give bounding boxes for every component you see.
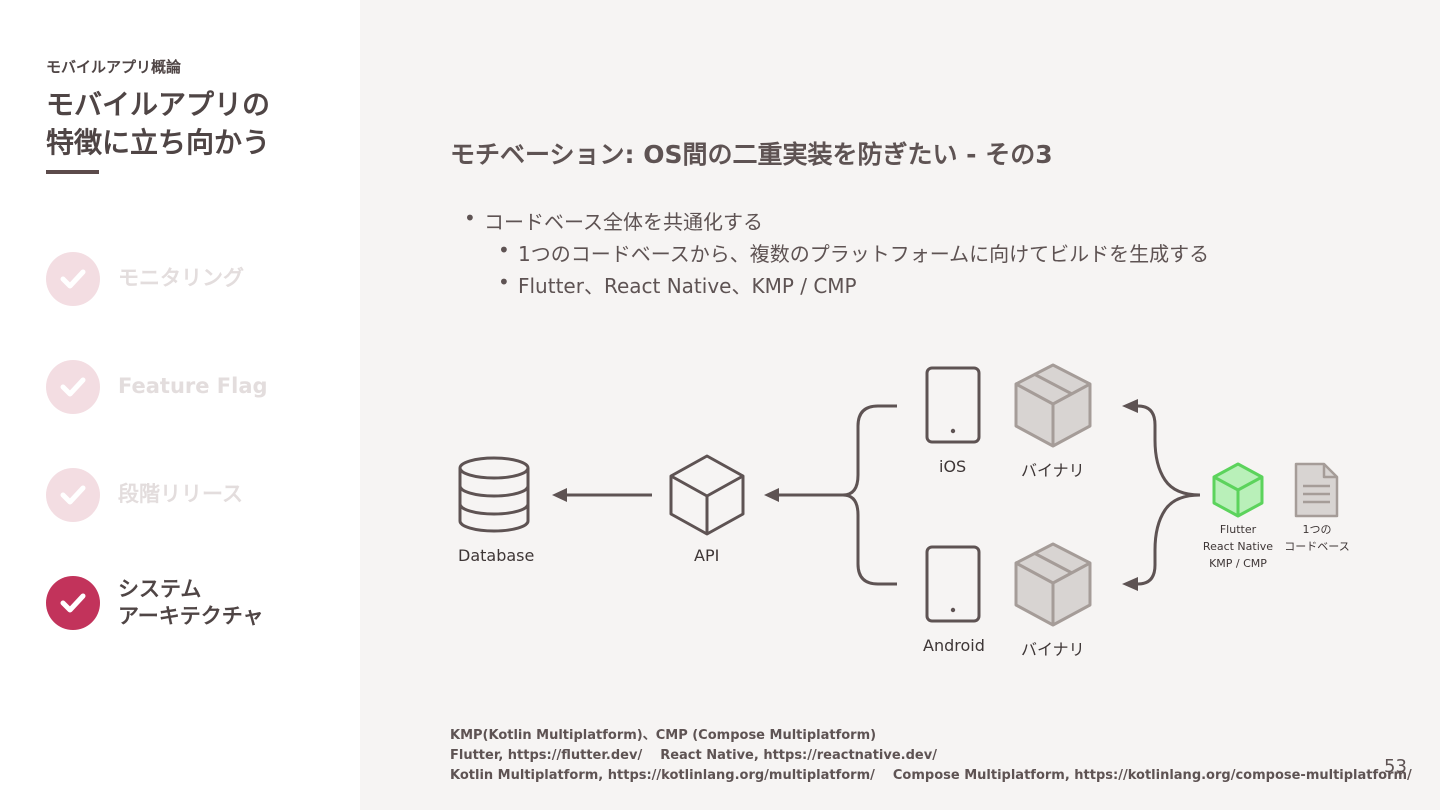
phone-icon-ios — [925, 366, 981, 444]
bullet-subitem: Flutter、React Native、KMP / CMP — [498, 270, 857, 299]
bullet-subitem: 1つのコードベースから、複数のプラットフォームに向けてビルドを生成する — [498, 238, 1209, 267]
platform-bracket-icon — [842, 404, 897, 586]
chapter-underline — [46, 170, 99, 174]
page-number: 53 — [1384, 756, 1407, 777]
checkmark-icon — [46, 360, 100, 414]
reference-compose[interactable]: Compose Multiplatform, https://kotlinlan… — [892, 768, 1412, 783]
references: KMP(Kotlin Multiplatform)、CMP (Compose M… — [450, 726, 1412, 786]
chapter-title-line2: 特徴に立ち向かう — [46, 126, 271, 159]
api-cube-icon — [669, 454, 745, 536]
reference-line: Flutter, https://flutter.dev/React Nativ… — [450, 746, 1412, 766]
checkmark-icon — [46, 576, 100, 630]
framework-label-line3: KMP / CMP — [1209, 557, 1267, 570]
reference-line: Kotlin Multiplatform, https://kotlinlang… — [450, 766, 1412, 786]
framework-label-line1: Flutter — [1219, 523, 1257, 536]
framework-label-line2: React Native — [1202, 540, 1274, 553]
android-label: Android — [923, 636, 985, 655]
arrow-to-api-icon — [764, 488, 843, 502]
ios-label: iOS — [939, 457, 967, 476]
database-label: Database — [458, 546, 535, 565]
checkmark-icon — [46, 468, 100, 522]
codebase-label-line1: 1つの — [1302, 523, 1332, 536]
framework-label: Flutter React Native KMP / CMP — [1198, 521, 1278, 572]
step-label-line2: アーキテクチャ — [118, 604, 264, 628]
bullet-item: コードベース全体を共通化する — [464, 206, 763, 235]
step-label: Feature Flag — [118, 374, 268, 398]
step-label-line1: システム — [118, 577, 202, 601]
phone-icon-android — [925, 545, 981, 623]
course-title: モバイルアプリ概論 — [46, 58, 182, 76]
slide-title: モチベーション: OS間の二重実装を防ぎたい - その3 — [450, 140, 1053, 169]
checkmark-icon — [46, 252, 100, 306]
arrow-api-to-database-icon — [552, 488, 652, 502]
sidebar: モバイルアプリ概論 モバイルアプリの 特徴に立ち向かう モニタリング Featu… — [0, 0, 360, 810]
document-icon — [1294, 462, 1339, 518]
step-label: モニタリング — [118, 266, 244, 290]
database-icon — [458, 456, 530, 533]
chapter-title: モバイルアプリの 特徴に立ち向かう — [46, 86, 270, 162]
chapter-title-line1: モバイルアプリの — [46, 88, 271, 121]
package-box-icon — [1014, 363, 1092, 448]
step-label: 段階リリース — [118, 482, 243, 506]
reference-react-native[interactable]: React Native, https://reactnative.dev/ — [660, 748, 937, 763]
reference-flutter[interactable]: Flutter, https://flutter.dev/ — [450, 748, 643, 763]
reference-line: KMP(Kotlin Multiplatform)、CMP (Compose M… — [450, 728, 877, 743]
binary-label-top: バイナリ — [1021, 461, 1085, 480]
api-label: API — [694, 546, 720, 565]
build-arrows-icon — [1122, 399, 1201, 591]
framework-cube-icon — [1212, 462, 1264, 518]
codebase-label-line2: コードベース — [1284, 540, 1350, 553]
codebase-label: 1つの コードベース — [1280, 521, 1354, 555]
binary-label-bottom: バイナリ — [1021, 640, 1085, 659]
package-box-icon — [1014, 542, 1092, 627]
reference-kotlin[interactable]: Kotlin Multiplatform, https://kotlinlang… — [450, 768, 875, 783]
